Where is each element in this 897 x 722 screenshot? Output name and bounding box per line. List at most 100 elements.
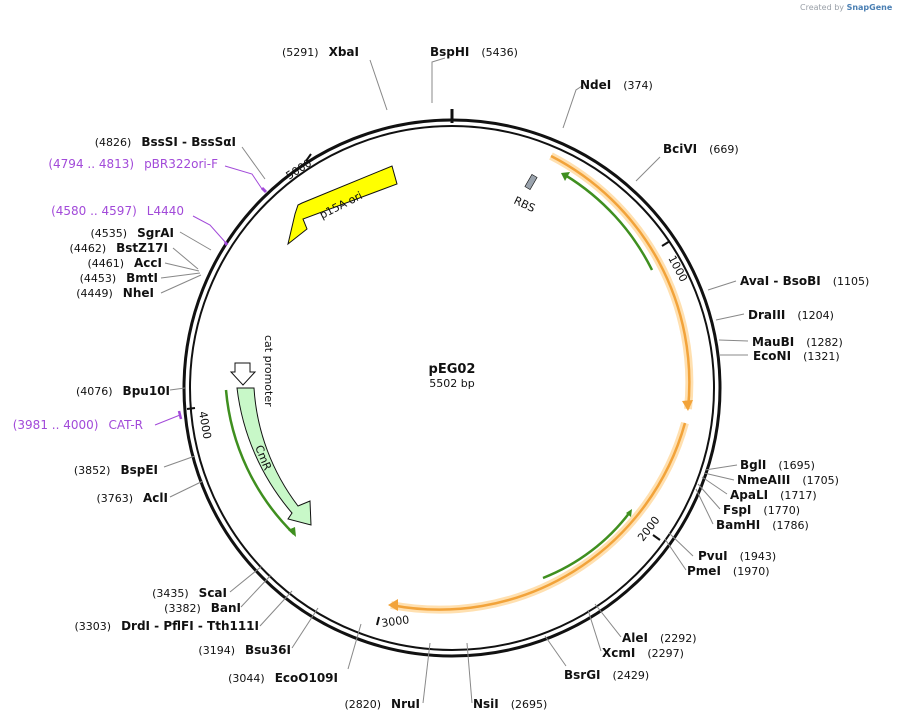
leader-drdi <box>259 590 293 627</box>
snapgene-credit: Created by SnapGene <box>800 3 892 12</box>
site-label-bsssi-bsssai: (4826)BssSI - BssSαI <box>95 135 236 149</box>
site-label-maubi: MauBI(1282) <box>752 335 843 349</box>
site-label-nsii: NsiI(2695) <box>473 697 547 711</box>
site-label-scai: (3435)ScaI <box>152 586 227 600</box>
leader-ecoo109i <box>347 623 362 670</box>
leader-nsii <box>466 642 473 704</box>
leader-acci <box>164 262 200 272</box>
backbone-inner <box>189 125 715 651</box>
cmr-label: CmR <box>252 443 274 472</box>
leader-draiii <box>715 313 745 321</box>
site-label-pvui: PvuI(1943) <box>698 549 776 563</box>
site-label-bani: (3382)BanI <box>164 601 241 615</box>
leader-scai <box>229 565 263 593</box>
site-label-bgli: BglI(1695) <box>740 458 815 472</box>
site-label-bsu36i: (3194)Bsu36I <box>198 643 291 657</box>
leader-nmeaiii <box>703 472 735 481</box>
leader-bsrgi <box>544 635 567 667</box>
site-label-econi: EcoNI(1321) <box>753 349 840 363</box>
cat-promoter-arrow <box>229 362 257 386</box>
cmr-arrow <box>236 387 312 526</box>
site-leader-lines <box>160 57 749 704</box>
leader-bsu36i <box>291 607 319 649</box>
leader-bani <box>240 574 272 608</box>
green-arrow-3 <box>224 389 295 535</box>
primer-pbr322ori-f-mark <box>260 186 268 194</box>
orange-feature-arc-1 <box>550 154 691 410</box>
green-arrow-1 <box>564 173 654 271</box>
site-label-xbai: (5291)XbaI <box>282 45 359 59</box>
leader-bsssi <box>241 146 266 180</box>
green-arrowhead-2 <box>626 509 632 517</box>
tick-4000 <box>186 407 196 410</box>
tick-5000 <box>305 153 312 162</box>
tick-label-4000: 4000 <box>196 410 214 440</box>
rbs-box <box>524 174 538 190</box>
leader-bstz17i <box>172 247 199 270</box>
site-label-nhei: (4449)NheI <box>76 286 154 300</box>
p15a-ori-arrow <box>287 165 398 246</box>
site-label-draiii: DraIII(1204) <box>748 308 834 322</box>
site-label-drdi-pflfi-tth111i: (3303)DrdI - PflFI - Tth111I <box>74 619 259 633</box>
primer-cat-r-leader <box>154 414 181 426</box>
leader-bpu10i <box>169 387 186 391</box>
leader-apali <box>701 476 728 495</box>
leader-fspi <box>697 483 721 510</box>
site-label-bstz17i: (4462)BstZ17I <box>70 241 168 255</box>
tick-2000 <box>652 534 661 541</box>
cat-promoter-label: cat promoter <box>262 335 275 407</box>
site-label-ndei: NdeI(374) <box>580 78 653 92</box>
site-label-sgrai: (4535)SgrAI <box>91 226 174 240</box>
leader-pmei <box>664 538 687 571</box>
rbs-label: RBS <box>512 194 537 215</box>
orange-feature-halo-2 <box>390 421 689 614</box>
leader-acli <box>169 480 204 498</box>
site-label-nrui: (2820)NruI <box>344 697 420 711</box>
leader-bamhi <box>695 488 714 525</box>
credit-prefix: Created by <box>800 3 845 12</box>
site-label-apali: ApaLI(1717) <box>730 488 817 502</box>
green-arrow-2 <box>542 511 631 580</box>
site-label-fspi: FspI(1770) <box>723 503 800 517</box>
leader-pvui <box>668 532 694 557</box>
site-label-bcivi: BciVI(669) <box>663 142 739 156</box>
leader-xbai <box>369 59 388 111</box>
site-label-xcmi: XcmI(2297) <box>602 646 684 660</box>
orange-feature-arc-2 <box>390 422 687 611</box>
plasmid-name: pEG02 <box>429 362 476 377</box>
leader-sgrai <box>179 231 212 251</box>
primer-pbr322ori-f-leader <box>224 165 263 190</box>
site-label-ecoo109i: (3044)EcoO109I <box>228 671 338 685</box>
site-label-alei: AleI(2292) <box>622 631 697 645</box>
site-label-acli: (3763)AclI <box>96 491 168 505</box>
leader-bspei <box>163 455 196 468</box>
site-label-nmeaiii: NmeAIII(1705) <box>737 473 839 487</box>
primer-label-cat-r: (3981 .. 4000)CAT-R <box>13 418 143 432</box>
tick-3000 <box>376 616 380 626</box>
green-arrowhead-3 <box>288 527 296 537</box>
leader-bgli <box>704 464 738 471</box>
leader-bcivi <box>635 156 661 182</box>
plasmid-size: 5502 bp <box>429 377 474 390</box>
leader-ndei <box>562 85 583 129</box>
leader-bsphi <box>431 57 446 103</box>
snapgene-logo: SnapGene <box>846 3 893 12</box>
site-label-acci: (4461)AccI <box>87 256 162 270</box>
site-label-bmti: (4453)BmtI <box>80 271 158 285</box>
site-label-avai-bsobi: AvaI - BsoBI(1105) <box>740 274 869 288</box>
orange-feature-arrowhead-2 <box>388 599 398 611</box>
site-label-bsphi: BspHI(5436) <box>430 45 518 59</box>
primer-l4440-leader <box>192 215 227 244</box>
green-arrowhead-1 <box>561 172 570 181</box>
site-label-bsrgi: BsrGI(2429) <box>564 668 649 682</box>
leader-avai <box>707 280 737 291</box>
leader-bmti <box>160 272 201 279</box>
tick-label-5000: 5000 <box>284 156 315 182</box>
site-label-bpu10i: (4076)Bpu10I <box>76 384 170 398</box>
leader-nrui <box>422 642 431 704</box>
leader-xcmi <box>587 609 602 652</box>
tick-1000 <box>661 240 671 247</box>
primer-label-l4440: (4580 .. 4597)L4440 <box>51 204 184 218</box>
site-label-pmei: PmeI(1970) <box>687 564 769 578</box>
